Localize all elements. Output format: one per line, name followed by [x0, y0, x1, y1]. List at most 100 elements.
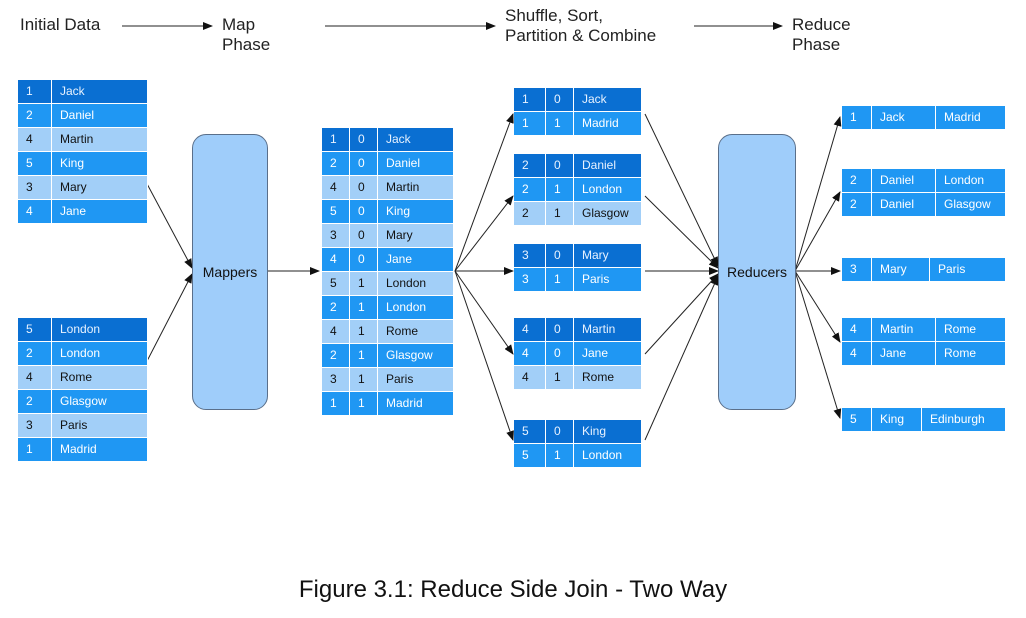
table-cell: 2: [322, 152, 350, 175]
table-cell: Jane: [574, 342, 642, 365]
table-cell: Daniel: [52, 104, 148, 127]
table-cell: 4: [18, 200, 52, 223]
table-cell: 1: [514, 88, 546, 111]
table-cell: Daniel: [574, 154, 642, 177]
table-cell: King: [574, 420, 642, 443]
table-cell: 5: [18, 318, 52, 341]
table-cell: Jack: [872, 106, 936, 129]
table-cell: 2: [514, 178, 546, 201]
table-cell: 4: [18, 128, 52, 151]
table-cell: 4: [514, 366, 546, 389]
table-cell: 2: [514, 202, 546, 225]
table-cell: King: [52, 152, 148, 175]
table-cell: Mary: [378, 224, 454, 247]
table-cell: Glasgow: [378, 344, 454, 367]
table-cell: Glasgow: [936, 193, 1006, 216]
reducer-in-arrow: [644, 195, 719, 269]
table-cell: 1: [546, 112, 574, 135]
table-cell: 0: [350, 128, 378, 151]
table-cell: 4: [514, 342, 546, 365]
table-cell: London: [52, 342, 148, 365]
table-cell: Mary: [574, 244, 642, 267]
reducer-out-arrow: [794, 191, 841, 272]
table-cell: 1: [546, 444, 574, 467]
table-cell: Glasgow: [574, 202, 642, 225]
table-cell: 1: [546, 268, 574, 291]
table-cell: London: [52, 318, 148, 341]
table-cell: 5: [322, 200, 350, 223]
table-cell: 1: [18, 80, 52, 103]
table-cell: King: [872, 408, 922, 431]
table-cell: London: [574, 178, 642, 201]
table-cell: Jack: [378, 128, 454, 151]
table-cell: 0: [350, 224, 378, 247]
table-cell: 1: [350, 392, 378, 415]
table-cell: Madrid: [936, 106, 1006, 129]
table-cell: Daniel: [872, 169, 936, 192]
reducer-in-arrow: [644, 113, 719, 267]
table-cell: 5: [322, 272, 350, 295]
table-cell: 0: [350, 176, 378, 199]
table-cell: Martin: [574, 318, 642, 341]
phase-label-initial: Initial Data: [20, 15, 101, 34]
table-cell: 1: [322, 392, 350, 415]
table-cell: 0: [546, 244, 574, 267]
table-cell: 3: [514, 244, 546, 267]
table-cell: Madrid: [52, 438, 148, 461]
table-cell: 3: [18, 176, 52, 199]
reducers-label: Reducers: [727, 264, 787, 280]
table-cell: 2: [322, 296, 350, 319]
table-cell: Rome: [936, 318, 1006, 341]
table-cell: 0: [350, 152, 378, 175]
table-cell: 3: [322, 368, 350, 391]
table-cell: 1: [350, 272, 378, 295]
reducer-in-arrow: [644, 275, 719, 441]
table-cell: Paris: [378, 368, 454, 391]
table-cell: 1: [350, 320, 378, 343]
mappers-label: Mappers: [202, 264, 258, 280]
table-cell: 4: [842, 342, 872, 365]
table-cell: 2: [514, 154, 546, 177]
table-cell: 5: [18, 152, 52, 175]
shuffle-arrow: [454, 195, 514, 272]
phase-label-map: Map Phase: [222, 15, 271, 54]
table-cell: Madrid: [574, 112, 642, 135]
table-cell: 2: [18, 390, 52, 413]
reducer-in-arrow: [644, 273, 719, 355]
phase-label-shuffle: Shuffle, Sort, Partition & Combine: [505, 6, 657, 45]
table-cell: 2: [842, 169, 872, 192]
table-cell: King: [378, 200, 454, 223]
table-cell: 4: [322, 320, 350, 343]
table-cell: Rome: [378, 320, 454, 343]
reducer-out-arrow: [794, 270, 842, 419]
table-cell: 1: [350, 344, 378, 367]
reducer-out-arrow: [794, 116, 842, 272]
